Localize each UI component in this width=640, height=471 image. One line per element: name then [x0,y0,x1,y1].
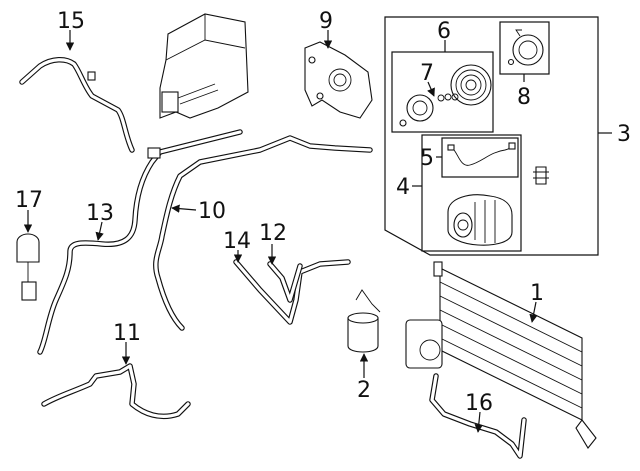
condenser [405,261,597,449]
lines-12-14 [233,259,351,325]
callout-4: 4 [396,175,410,200]
evaporator-housing [159,13,249,119]
callout-17: 17 [15,188,43,213]
callout-7: 7 [420,61,434,86]
callout-6: 6 [437,19,451,44]
clutch-assembly-box [391,40,494,133]
callout-2: 2 [357,378,371,403]
callout-3: 3 [617,122,631,147]
callout-1: 1 [530,281,544,306]
callout-11: 11 [113,321,141,346]
callout-9: 9 [319,9,333,34]
pressure-switch [16,233,40,301]
callout-16: 16 [465,391,493,416]
hose-11 [41,363,191,420]
switch-harness-box [436,137,519,178]
callout-15: 15 [57,9,85,34]
hose-10 [153,135,373,331]
callout-14: 14 [223,229,251,254]
callout-12: 12 [259,221,287,246]
callout-13: 13 [86,201,114,226]
leader-lines [23,30,538,433]
mounting-bracket [304,41,373,119]
clutch-coil-box [499,21,550,82]
callout-8: 8 [517,85,531,110]
callout-10: 10 [198,199,226,224]
hose-15 [19,57,135,153]
compressor-assembly-box [384,16,612,256]
hose-16 [429,373,527,459]
relief-valve [533,166,549,185]
hose-13 [37,129,243,355]
callout-5: 5 [420,146,434,171]
compressor-box [412,134,522,252]
receiver-drier [347,289,381,353]
